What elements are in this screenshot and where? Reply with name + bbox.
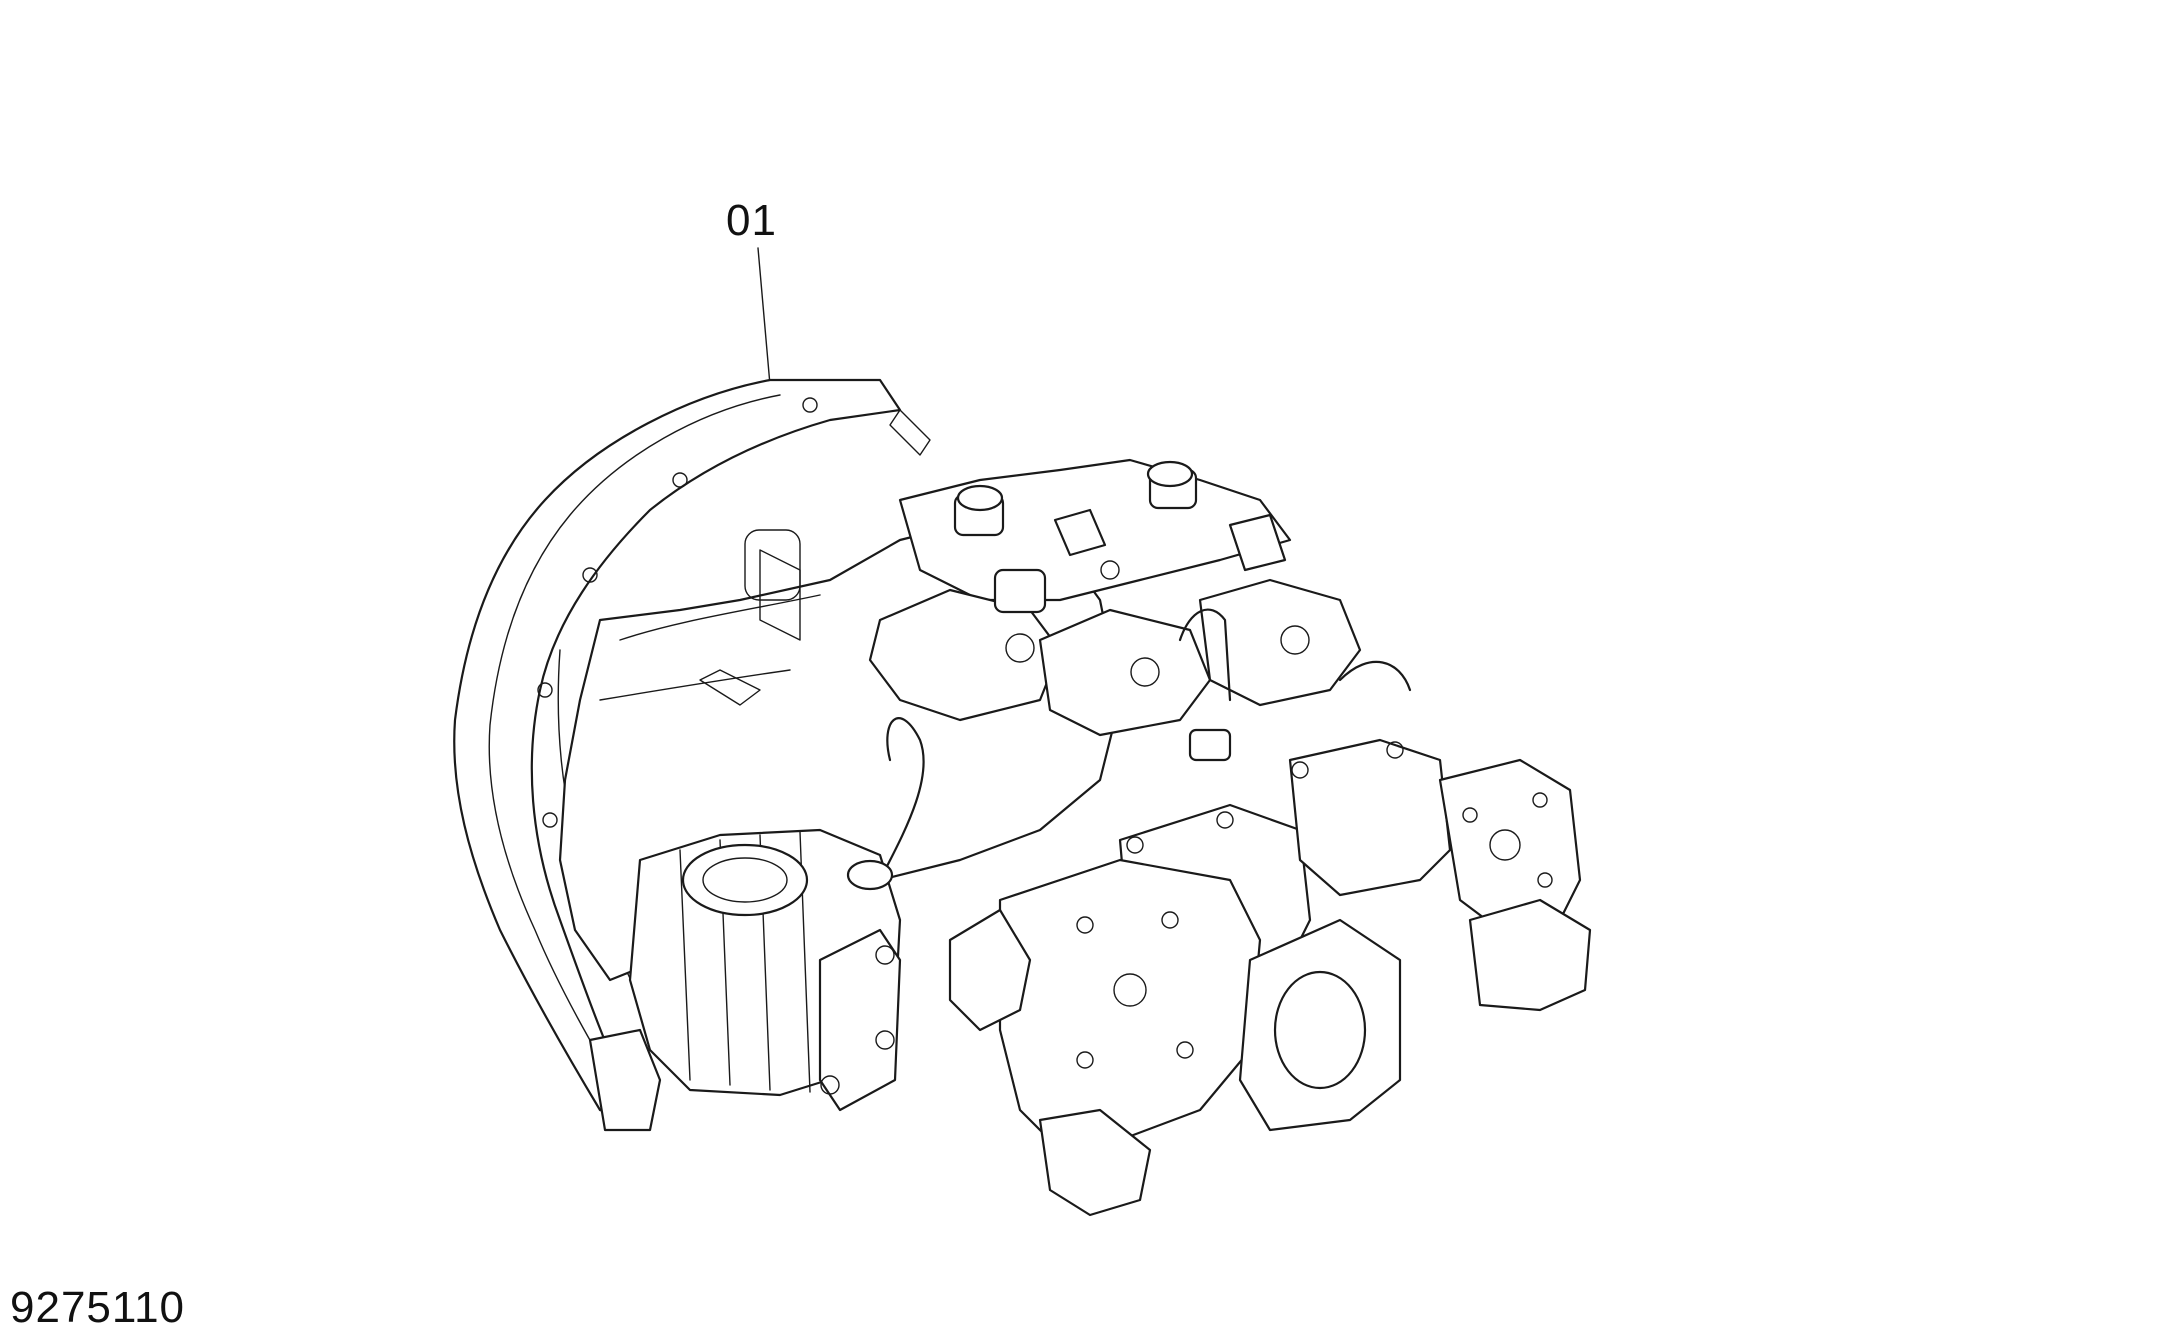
callout-leader-line (757, 247, 771, 386)
pilot-hose (846, 717, 1032, 1032)
callout-label-01: 01 (726, 196, 777, 245)
upper-regulator-block (898, 458, 1292, 610)
gear-pump (588, 828, 902, 1132)
solenoid-valves (868, 568, 1412, 762)
figure-number: 9275110 (10, 1283, 186, 1332)
pump-outlet-flanges (998, 758, 1592, 1217)
